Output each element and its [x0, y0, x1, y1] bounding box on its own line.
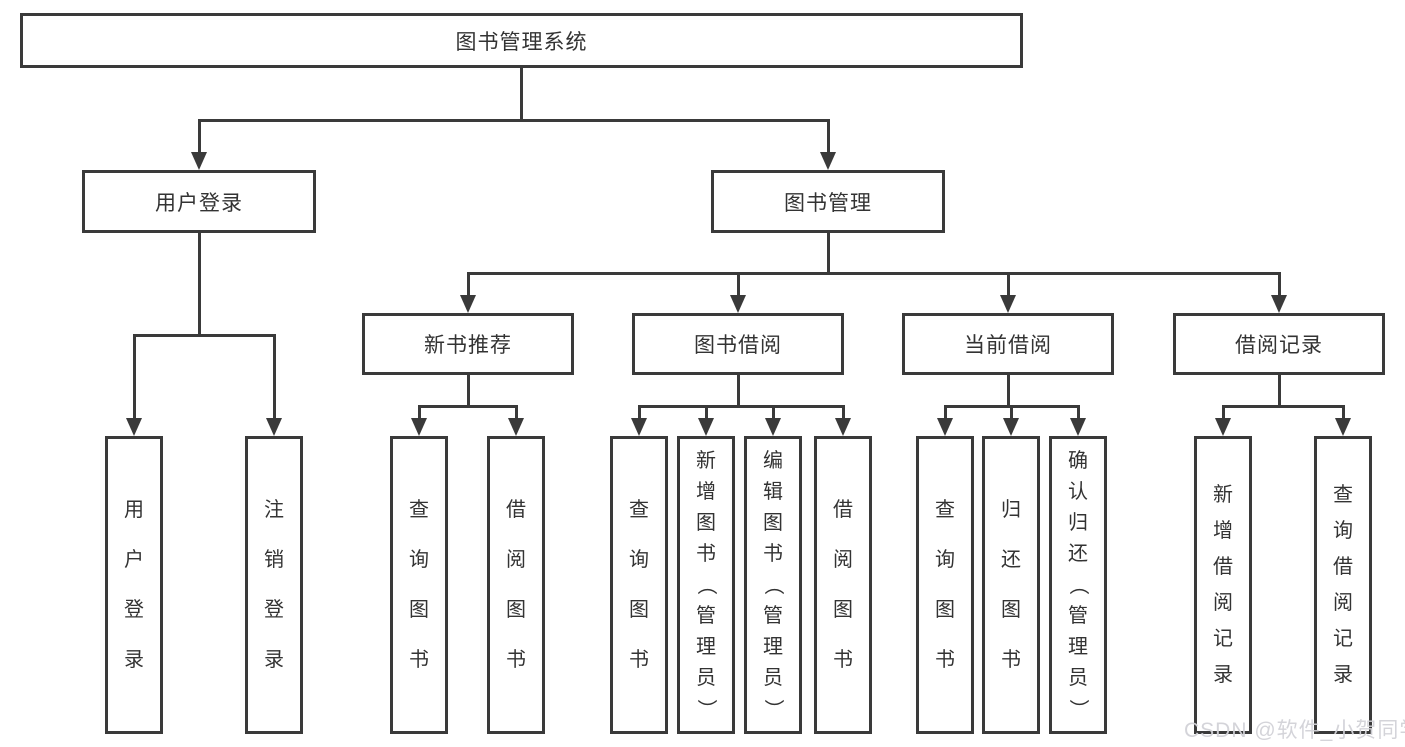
arrow-down-icon	[1070, 418, 1086, 436]
node-book-management: 图书管理	[711, 170, 945, 233]
connector-drop	[198, 119, 201, 153]
connector-drop	[944, 405, 947, 419]
connector-drop	[1342, 405, 1345, 419]
arrow-down-icon	[1271, 295, 1287, 313]
connector-drop	[1077, 405, 1080, 419]
arrow-down-icon	[508, 418, 524, 436]
node-root-label: 图书管理系统	[455, 30, 588, 54]
connector-bus	[638, 405, 845, 408]
node-book-borrow-label: 图书借阅	[694, 334, 782, 357]
node-current-borrow-label: 当前借阅	[964, 334, 1052, 357]
arrow-down-icon	[1003, 418, 1019, 436]
node-borrow-records-label: 借阅记录	[1235, 334, 1323, 357]
node-book-borrow: 图书借阅	[632, 313, 844, 375]
connector-drop	[1278, 272, 1281, 296]
leaf-user-login: 用户登录	[105, 436, 163, 734]
leaf-query-books-2: 查询图书	[610, 436, 668, 734]
connector-drop	[827, 119, 830, 153]
connector-drop	[842, 405, 845, 419]
arrow-down-icon	[765, 418, 781, 436]
arrow-down-icon	[698, 418, 714, 436]
leaf-query-books-2-label: 查询图书	[629, 499, 649, 671]
node-borrow-records: 借阅记录	[1173, 313, 1385, 375]
arrow-down-icon	[1215, 418, 1231, 436]
connector-stem	[737, 374, 740, 407]
leaf-query-books-3-label: 查询图书	[935, 499, 955, 671]
leaf-borrow-books-1-label: 借阅图书	[506, 499, 526, 671]
node-current-borrow: 当前借阅	[902, 313, 1114, 375]
arrow-down-icon	[1335, 418, 1351, 436]
connector-bus	[198, 119, 830, 122]
connector-stem	[827, 233, 830, 274]
connector-drop	[737, 272, 740, 296]
leaf-add-borrow-record: 新增借阅记录	[1194, 436, 1252, 734]
arrow-down-icon	[191, 152, 207, 170]
leaf-query-borrow-record: 查询借阅记录	[1314, 436, 1372, 734]
arrow-down-icon	[820, 152, 836, 170]
leaf-logout-login-label: 注销登录	[264, 499, 284, 671]
node-new-book-recommend-label: 新书推荐	[424, 334, 512, 357]
node-new-book-recommend: 新书推荐	[362, 313, 574, 375]
leaf-borrow-books-1: 借阅图书	[487, 436, 545, 734]
connector-drop	[273, 334, 276, 419]
leaf-add-borrow-record-label: 新增借阅记录	[1213, 484, 1233, 686]
arrow-down-icon	[730, 295, 746, 313]
leaf-query-books-1: 查询图书	[390, 436, 448, 734]
leaf-return-books: 归还图书	[982, 436, 1040, 734]
node-user-login: 用户登录	[82, 170, 316, 233]
leaf-logout-login: 注销登录	[245, 436, 303, 734]
node-user-login-label: 用户登录	[155, 191, 243, 215]
connector-drop	[1007, 272, 1010, 296]
leaf-borrow-books-2-label: 借阅图书	[833, 499, 853, 671]
arrow-down-icon	[126, 418, 142, 436]
leaf-edit-book-admin-label: 编辑图书（管理员）	[762, 450, 784, 719]
connector-bus	[133, 334, 276, 337]
connector-drop	[772, 405, 775, 419]
leaf-edit-book-admin: 编辑图书（管理员）	[744, 436, 802, 734]
leaf-add-book-admin: 新增图书（管理员）	[677, 436, 735, 734]
connector-drop	[133, 334, 136, 419]
arrow-down-icon	[1000, 295, 1016, 313]
leaf-query-books-1-label: 查询图书	[409, 499, 429, 671]
connector-bus	[1222, 405, 1345, 408]
connector-drop	[1010, 405, 1013, 419]
connector-drop	[705, 405, 708, 419]
connector-stem	[467, 374, 470, 407]
connector-bus	[467, 272, 1281, 275]
node-book-management-label: 图书管理	[784, 191, 872, 215]
connector-stem	[520, 67, 523, 121]
arrow-down-icon	[937, 418, 953, 436]
connector-stem	[1007, 374, 1010, 407]
leaf-query-borrow-record-label: 查询借阅记录	[1333, 484, 1353, 686]
arrow-down-icon	[460, 295, 476, 313]
leaf-user-login-label: 用户登录	[124, 499, 144, 671]
arrow-down-icon	[411, 418, 427, 436]
connector-stem	[1278, 374, 1281, 407]
arrow-down-icon	[835, 418, 851, 436]
connector-drop	[418, 405, 421, 419]
connector-drop	[515, 405, 518, 419]
leaf-add-book-admin-label: 新增图书（管理员）	[695, 450, 717, 719]
leaf-query-books-3: 查询图书	[916, 436, 974, 734]
connector-drop	[638, 405, 641, 419]
connector-drop	[467, 272, 470, 296]
arrow-down-icon	[266, 418, 282, 436]
node-root: 图书管理系统	[20, 13, 1023, 68]
leaf-confirm-return-admin-label: 确认归还（管理员）	[1067, 450, 1089, 719]
csdn-watermark: CSDN @软件_小贺同学	[1184, 719, 1405, 742]
leaf-borrow-books-2: 借阅图书	[814, 436, 872, 734]
connector-stem	[198, 232, 201, 336]
connector-drop	[1222, 405, 1225, 419]
arrow-down-icon	[631, 418, 647, 436]
leaf-confirm-return-admin: 确认归还（管理员）	[1049, 436, 1107, 734]
leaf-return-books-label: 归还图书	[1001, 499, 1021, 671]
